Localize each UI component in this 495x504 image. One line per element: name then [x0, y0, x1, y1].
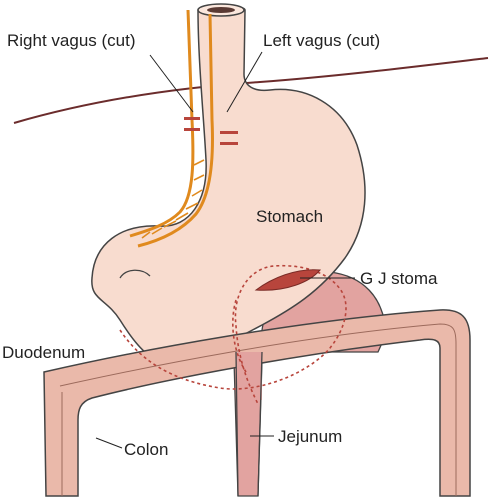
colon-inner-line: [59, 323, 457, 496]
posterior-stomach-dotted-outline: [119, 264, 347, 405]
nerve-branches: [141, 159, 205, 239]
stomach-label: Stomach: [256, 207, 323, 226]
right-vagus-cut-mark: [184, 117, 200, 131]
jejunum-overlap: [236, 352, 262, 400]
gj-stoma-label: G J stoma: [360, 269, 438, 288]
duodenum-label: Duodenum: [2, 343, 85, 362]
left-vagus-nerve: [137, 13, 214, 248]
colon-label: Colon: [124, 440, 168, 459]
colon: [43, 309, 471, 497]
jejunum-label: Jejunum: [278, 427, 342, 446]
diaphragm-line: [13, 57, 489, 124]
gj-stoma: [254, 269, 322, 291]
right-vagus-leader: [149, 54, 194, 113]
pylorus: [119, 269, 151, 279]
left-vagus-leader: [226, 51, 263, 113]
left-vagus-label: Left vagus (cut): [263, 31, 380, 50]
right-vagus-label: Right vagus (cut): [7, 31, 136, 50]
colon-leader: [95, 437, 123, 449]
right-vagus-nerve: [129, 9, 195, 238]
left-vagus-cut-mark: [220, 131, 238, 145]
